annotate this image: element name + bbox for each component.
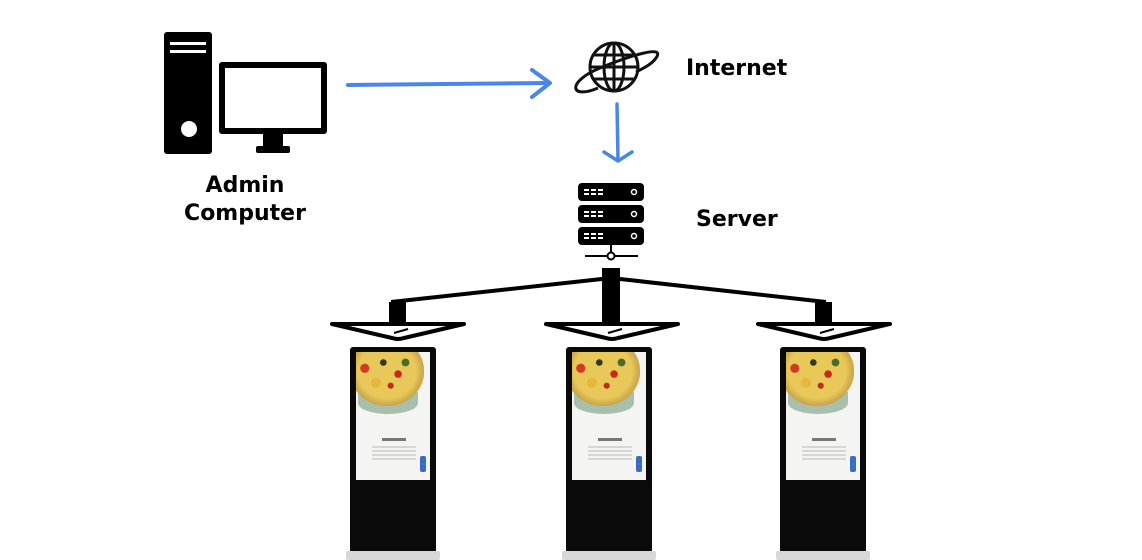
digital-signage-kiosk-icon — [562, 347, 656, 560]
down-arrow-kiosk-3 — [756, 322, 892, 341]
kiosk-screen — [356, 352, 430, 480]
admin-computer-label-line1: Admin — [205, 173, 285, 198]
kiosk-screen — [786, 352, 860, 480]
arrow-internet-to-server — [602, 102, 634, 163]
food-image — [572, 352, 640, 406]
admin-computer-label-line2: Computer — [184, 201, 306, 226]
admin-computer-label: Admin Computer — [170, 172, 320, 228]
arrow-admin-to-internet — [346, 68, 552, 99]
food-image — [356, 352, 424, 406]
internet-label: Internet — [686, 56, 788, 81]
down-arrow-kiosk-1 — [330, 322, 466, 341]
desktop-computer-icon — [164, 32, 327, 154]
distribution-connector — [389, 268, 832, 324]
down-arrow-kiosk-2 — [544, 322, 680, 341]
server-rack-icon — [578, 183, 644, 261]
server-label: Server — [696, 207, 778, 232]
digital-signage-kiosk-icon — [776, 347, 870, 560]
kiosk-screen — [572, 352, 646, 480]
globe-icon — [574, 41, 660, 94]
digital-signage-kiosk-icon — [346, 347, 440, 560]
food-image — [786, 352, 854, 406]
